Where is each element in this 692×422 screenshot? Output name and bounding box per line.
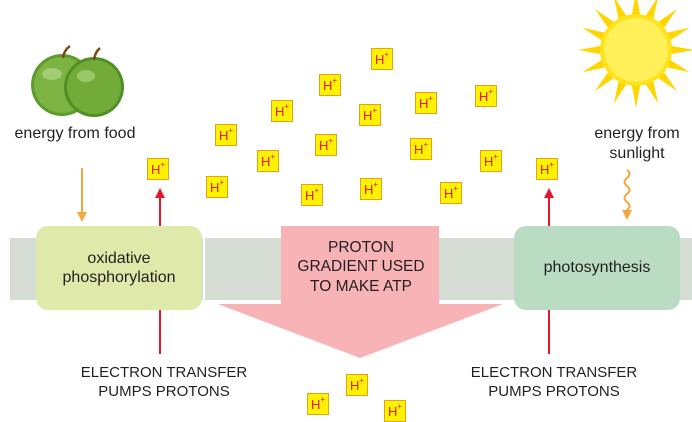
proton-token: H+ bbox=[215, 124, 237, 146]
sun-ray bbox=[631, 0, 641, 17]
membrane-gap-left bbox=[203, 238, 205, 300]
proton-token: H+ bbox=[371, 48, 393, 70]
oxidative-phosphorylation-label: oxidative phosphorylation bbox=[62, 249, 176, 286]
sun-ray bbox=[644, 0, 658, 21]
proton-token: H+ bbox=[301, 184, 323, 206]
proton-token: H+ bbox=[360, 178, 382, 200]
proton-token: H+ bbox=[415, 92, 437, 114]
sun-ray bbox=[631, 83, 641, 108]
proton-token: H+ bbox=[440, 182, 462, 204]
proton-token: H+ bbox=[480, 150, 502, 172]
proton-token: H+ bbox=[307, 393, 329, 415]
electron-transfer-label-right: ELECTRON TRANSFER PUMPS PROTONS bbox=[470, 364, 638, 400]
proton-token: H+ bbox=[271, 100, 293, 122]
sun-ray bbox=[582, 58, 607, 73]
sun-ray bbox=[614, 0, 628, 21]
sun-ray bbox=[582, 27, 607, 42]
sun-ray bbox=[613, 79, 628, 104]
proton-token: H+ bbox=[346, 374, 368, 396]
proton-token: H+ bbox=[384, 400, 406, 422]
proton-token: H+ bbox=[319, 74, 341, 96]
sun-ray bbox=[665, 58, 690, 73]
energy-from-food-label: energy from food bbox=[14, 125, 136, 142]
photosynthesis-label: photosynthesis bbox=[543, 259, 651, 277]
proton-token: H+ bbox=[147, 158, 169, 180]
proton-token: H+ bbox=[410, 138, 432, 160]
sun-ray bbox=[644, 79, 659, 104]
sun-ray bbox=[665, 27, 690, 42]
proton-token: H+ bbox=[315, 134, 337, 156]
sunlight-energy-arrow bbox=[622, 169, 632, 220]
sun-ray bbox=[594, 8, 616, 30]
apples-icon bbox=[31, 44, 124, 117]
proton-token: H+ bbox=[359, 104, 381, 126]
sun-ray bbox=[594, 70, 616, 92]
proton-gradient-label: PROTON GRADIENT USED TO MAKE ATP bbox=[297, 239, 425, 295]
photosynthesis-box: photosynthesis bbox=[514, 226, 680, 310]
sun-icon bbox=[578, 0, 692, 108]
electron-transfer-label-left: ELECTRON TRANSFER PUMPS PROTONS bbox=[80, 364, 248, 400]
proton-token: H+ bbox=[257, 150, 279, 172]
energy-from-sunlight-label: energy from sunlight bbox=[594, 125, 680, 162]
sun-ray bbox=[669, 45, 692, 55]
proton-token: H+ bbox=[206, 176, 228, 198]
proton-token: H+ bbox=[475, 85, 497, 107]
sun-ray bbox=[656, 8, 678, 30]
proton-gradient-arrow bbox=[218, 226, 503, 358]
food-energy-arrow bbox=[77, 168, 87, 222]
oxidative-phosphorylation-box: oxidative phosphorylation bbox=[36, 226, 202, 310]
proton-token: H+ bbox=[536, 158, 558, 180]
sun-ray bbox=[578, 45, 603, 55]
sun-ray bbox=[656, 70, 678, 92]
